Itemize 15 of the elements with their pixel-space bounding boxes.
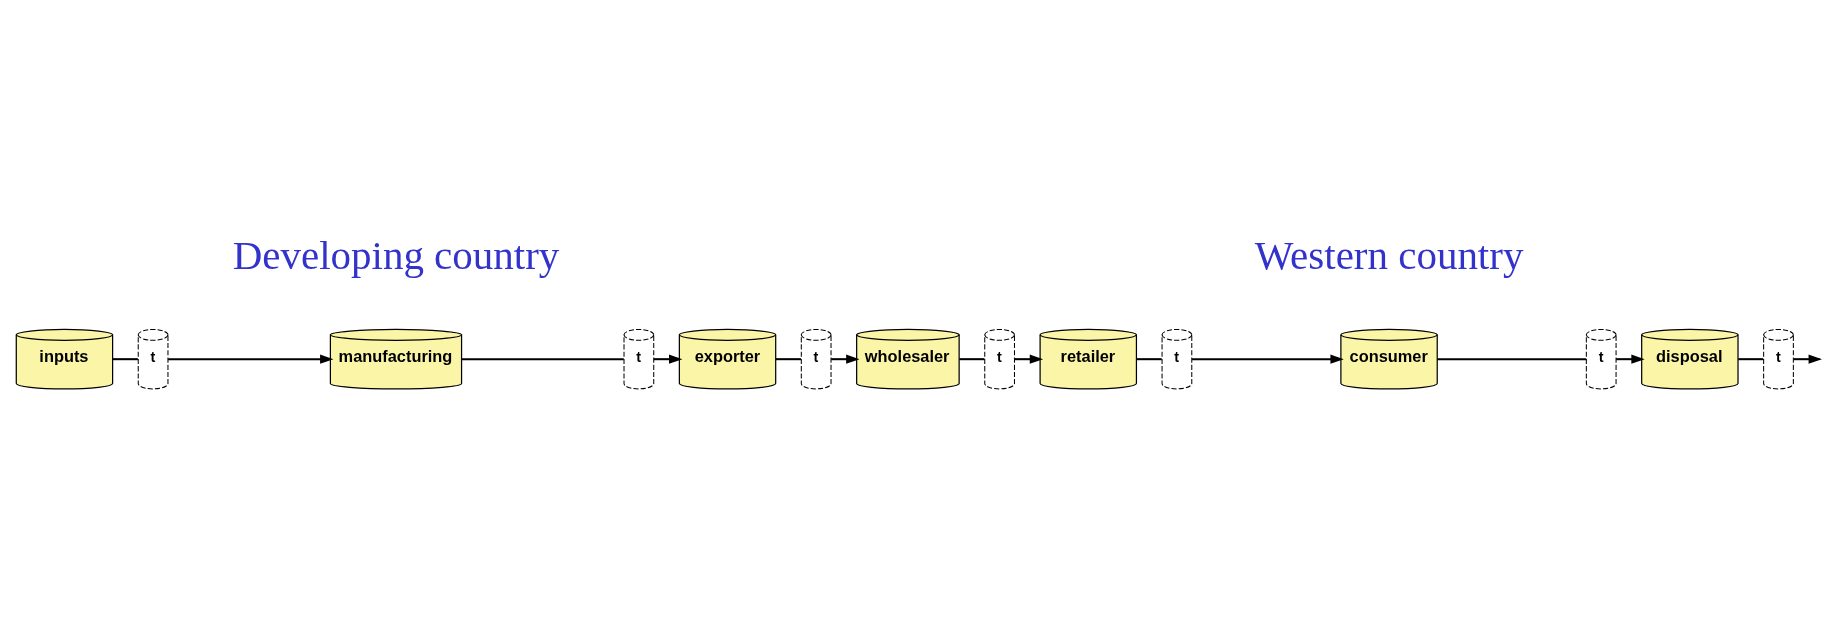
connector <box>112 358 138 361</box>
connector <box>461 358 624 361</box>
label: Developing country <box>232 231 559 278</box>
arrow <box>830 354 859 364</box>
connector <box>958 358 984 361</box>
connector <box>775 358 801 361</box>
arrow <box>1615 354 1645 364</box>
connector <box>1136 358 1162 361</box>
connector <box>1737 358 1763 361</box>
connector <box>1436 358 1586 361</box>
arrow <box>653 354 682 364</box>
arrow <box>1014 354 1043 364</box>
arrow <box>167 354 333 364</box>
arrow <box>1191 354 1344 364</box>
label: Western country <box>1254 231 1523 278</box>
